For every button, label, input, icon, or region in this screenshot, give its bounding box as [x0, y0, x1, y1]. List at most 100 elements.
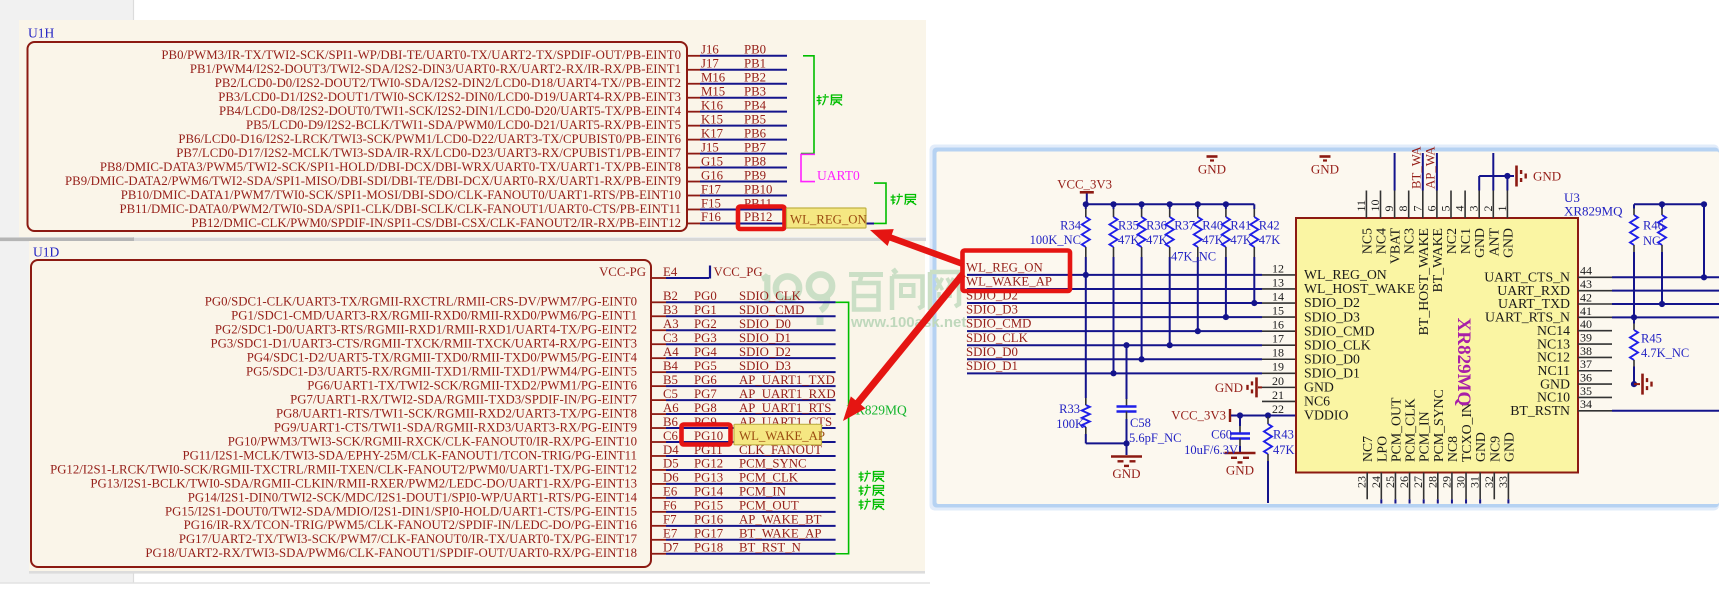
svg-text:CLK_FANOUT: CLK_FANOUT — [739, 443, 822, 457]
svg-text:NC3: NC3 — [1402, 228, 1417, 254]
svg-text:SDIO_CMD: SDIO_CMD — [966, 317, 1031, 331]
svg-text:SDIO_D1: SDIO_D1 — [966, 359, 1018, 373]
svg-text:G16: G16 — [701, 168, 724, 182]
svg-text:PCM_SYNC: PCM_SYNC — [1431, 389, 1446, 462]
svg-text:47K: 47K — [1146, 233, 1168, 247]
svg-text:5: 5 — [1439, 206, 1453, 212]
svg-text:NC7: NC7 — [1360, 436, 1375, 462]
svg-text:C3: C3 — [663, 331, 678, 345]
svg-text:BT_WA: BT_WA — [1410, 146, 1424, 189]
svg-text:GND: GND — [1500, 228, 1515, 258]
svg-text:WL_WAKE_AP: WL_WAKE_AP — [966, 275, 1052, 289]
svg-text:WL_HOST_WAKE: WL_HOST_WAKE — [1304, 281, 1415, 296]
svg-text:PG13: PG13 — [694, 471, 723, 485]
svg-text:PG18/UART2-RX/TWI3-SDA/PWM6/CL: PG18/UART2-RX/TWI3-SDA/PWM6/CLK-FANOUT1/… — [145, 546, 637, 560]
svg-text:R42: R42 — [1259, 219, 1280, 233]
svg-text:SDIO_D2: SDIO_D2 — [739, 345, 791, 359]
svg-text:PB2/LCD0-D0/I2S2-DOUT2/TWI0-SD: PB2/LCD0-D0/I2S2-DOUT2/TWI0-SDA/I2S2-DIN… — [215, 76, 681, 90]
svg-text:VCC_PG: VCC_PG — [714, 265, 763, 279]
svg-text:31: 31 — [1468, 476, 1482, 488]
svg-text:UART_RTS_N: UART_RTS_N — [1485, 310, 1570, 325]
svg-text:PB6/LCD0-D16/I2S2-LRCK/TWI3-SC: PB6/LCD0-D16/I2S2-LRCK/TWI3-SCK/PWM1/LCD… — [178, 132, 681, 146]
svg-text:47K: 47K — [1273, 443, 1295, 457]
svg-text:PB8/DMIC-DATA3/PWM5/TWI2-SCK/S: PB8/DMIC-DATA3/PWM5/TWI2-SCK/SPI1-HOLD/D… — [100, 160, 681, 174]
svg-text:30: 30 — [1454, 476, 1468, 488]
svg-text:AP_UART1_RTS: AP_UART1_RTS — [739, 401, 831, 415]
svg-text:B4: B4 — [663, 359, 679, 373]
svg-text:G15: G15 — [701, 154, 723, 168]
svg-text:GND: GND — [1473, 432, 1488, 462]
svg-text:C6: C6 — [663, 429, 679, 443]
svg-text:SDIO_D0: SDIO_D0 — [739, 317, 791, 331]
svg-text:WL_WAKE_AP: WL_WAKE_AP — [739, 429, 825, 443]
svg-text:47K: 47K — [1202, 233, 1224, 247]
svg-text:33: 33 — [1496, 476, 1510, 488]
svg-text:C5: C5 — [663, 387, 678, 401]
svg-text:PB10: PB10 — [744, 182, 772, 196]
svg-text:C58: C58 — [1130, 416, 1151, 430]
svg-text:UART_CTS_N: UART_CTS_N — [1484, 270, 1570, 285]
svg-text:40: 40 — [1580, 317, 1592, 331]
svg-text:SDIO_D1: SDIO_D1 — [739, 331, 791, 345]
svg-text:100K_NC: 100K_NC — [1030, 233, 1081, 247]
svg-text:SDIO_D0: SDIO_D0 — [966, 345, 1018, 359]
svg-text:AP_WA: AP_WA — [1424, 146, 1438, 189]
svg-text:NC4: NC4 — [1374, 228, 1389, 254]
svg-text:PG4: PG4 — [694, 345, 717, 359]
svg-text:SDIO_CMD: SDIO_CMD — [739, 303, 804, 317]
svg-text:PB9: PB9 — [744, 168, 766, 182]
svg-text:D7: D7 — [663, 541, 679, 555]
svg-text:SDIO_D3: SDIO_D3 — [1304, 309, 1360, 324]
svg-text:PG10/PWM3/TWI3-SCK/RGMII-RXCK/: PG10/PWM3/TWI3-SCK/RGMII-RXCK/CLK-FANOUT… — [228, 434, 637, 448]
svg-text:12: 12 — [1272, 261, 1284, 275]
svg-text:PG2/SDC1-D0/UART3-RTS/RGMII-RX: PG2/SDC1-D0/UART3-RTS/RGMII-RXD1/RMII-RX… — [215, 323, 637, 337]
svg-text:PG4/SDC1-D2/UART5-TX/RGMII-TXD: PG4/SDC1-D2/UART5-TX/RGMII-TXD0/RMII-TXD… — [247, 351, 638, 365]
svg-text:UART0: UART0 — [817, 168, 860, 183]
svg-text:GND: GND — [1311, 162, 1339, 177]
svg-text:F7: F7 — [663, 513, 677, 527]
svg-text:GND: GND — [1304, 380, 1334, 395]
svg-text:16: 16 — [1272, 318, 1284, 332]
svg-text:J15: J15 — [701, 140, 719, 154]
svg-text:PB7: PB7 — [744, 140, 767, 154]
svg-text:SDIO_D0: SDIO_D0 — [1304, 351, 1360, 366]
svg-text:PB8: PB8 — [744, 154, 766, 168]
svg-text:10uF/6.3V: 10uF/6.3V — [1184, 443, 1238, 457]
svg-text:PCM_SYNC: PCM_SYNC — [739, 457, 807, 471]
svg-text:PG6: PG6 — [694, 373, 717, 387]
svg-text:5.6pF_NC: 5.6pF_NC — [1129, 431, 1181, 445]
svg-text:PG3: PG3 — [694, 331, 717, 345]
svg-text:NC8: NC8 — [1445, 436, 1460, 462]
svg-text:R43: R43 — [1273, 428, 1294, 442]
svg-text:F6: F6 — [663, 499, 677, 513]
svg-text:R34: R34 — [1060, 219, 1082, 233]
svg-text:A3: A3 — [663, 317, 679, 331]
svg-text:F16: F16 — [701, 210, 722, 224]
svg-text:PG18: PG18 — [694, 541, 723, 555]
svg-text:R41: R41 — [1230, 219, 1251, 233]
svg-text:PB6: PB6 — [744, 126, 767, 140]
svg-text:32: 32 — [1482, 476, 1496, 488]
svg-text:24: 24 — [1369, 476, 1383, 488]
svg-text:R40: R40 — [1202, 219, 1223, 233]
svg-text:37: 37 — [1580, 357, 1592, 371]
svg-text:VBAT: VBAT — [1388, 227, 1403, 264]
svg-text:BT_WAKE_AP: BT_WAKE_AP — [739, 527, 821, 541]
svg-text:PG17: PG17 — [694, 527, 724, 541]
svg-text:SDIO_CLK: SDIO_CLK — [966, 331, 1029, 345]
svg-text:E7: E7 — [663, 527, 678, 541]
svg-text:A4: A4 — [663, 345, 679, 359]
svg-text:K15: K15 — [701, 112, 723, 126]
svg-text:4.7K_NC: 4.7K_NC — [1641, 346, 1689, 360]
svg-text:43: 43 — [1580, 277, 1592, 291]
svg-text:23: 23 — [1355, 476, 1369, 488]
svg-text:25: 25 — [1383, 476, 1397, 488]
svg-text:A6: A6 — [663, 401, 679, 415]
svg-text:PG12/I2S1-LRCK/TWI0-SCK/RGMII-: PG12/I2S1-LRCK/TWI0-SCK/RGMII-TXCTRL/RMI… — [50, 462, 637, 476]
svg-text:28: 28 — [1425, 476, 1439, 488]
svg-text:D4: D4 — [663, 443, 679, 457]
svg-text:E4: E4 — [663, 265, 678, 279]
svg-text:PG5: PG5 — [694, 359, 717, 373]
svg-text:SDIO_D3: SDIO_D3 — [966, 303, 1018, 317]
svg-text:GND: GND — [1198, 162, 1226, 177]
